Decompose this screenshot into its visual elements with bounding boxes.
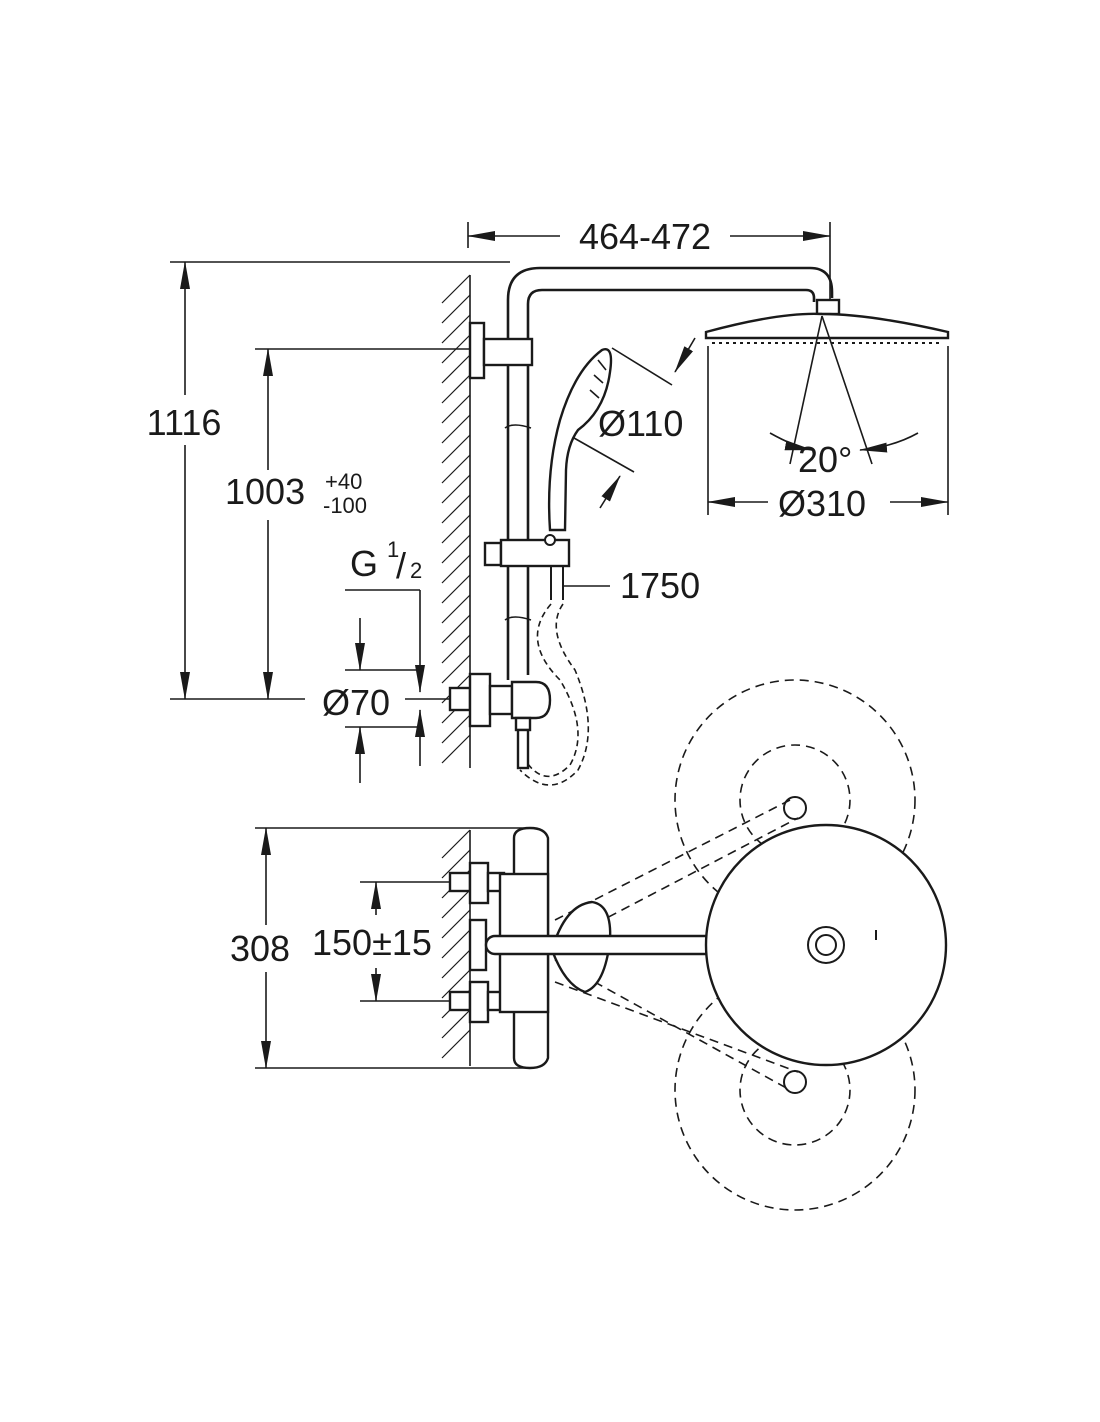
hose-length-label: 1750 bbox=[620, 565, 700, 606]
wall-hatch-line bbox=[441, 594, 471, 624]
dimension-outlet-height: 1003 +40 -100 bbox=[215, 348, 385, 700]
wall-hatch-line bbox=[441, 634, 471, 664]
wall-hatch-line bbox=[441, 574, 471, 604]
wall-hatch-line bbox=[441, 949, 471, 979]
wall-hatch-line bbox=[441, 734, 471, 764]
wall-hatch-line bbox=[441, 314, 471, 344]
wall-hatch-line bbox=[441, 274, 471, 304]
plan-depth-label: 308 bbox=[230, 928, 290, 969]
dimension-valve-diameter: Ø70 bbox=[322, 618, 390, 783]
plan-view: 308 150±15 bbox=[230, 679, 948, 1211]
outlet-tolerance-minus: -100 bbox=[323, 493, 367, 518]
wall-hatch-line bbox=[441, 454, 471, 484]
rail-projection-label: 464-472 bbox=[579, 216, 711, 257]
valve-diameter-label: Ø70 bbox=[322, 682, 390, 723]
thread-g-label: G bbox=[350, 543, 378, 584]
wall-hatch-line bbox=[441, 909, 471, 939]
wall-hatch-line bbox=[441, 1009, 471, 1039]
wall-hatch-line bbox=[441, 714, 471, 744]
hand-shower-diameter-label: Ø110 bbox=[598, 403, 683, 444]
thread-denominator: 2 bbox=[410, 558, 422, 583]
wall-hatch-line bbox=[441, 494, 471, 524]
wall-hatch-line bbox=[441, 654, 471, 684]
wall-hatch-line bbox=[441, 614, 471, 644]
svg-text:/: / bbox=[396, 545, 406, 586]
total-height-label: 1116 bbox=[147, 402, 222, 443]
dimension-rail-projection: 464-472 bbox=[467, 216, 831, 300]
wall-hatch-line bbox=[441, 374, 471, 404]
wall-hatch-line bbox=[441, 849, 471, 879]
wall-hatch-line bbox=[441, 554, 471, 584]
shower-rail bbox=[468, 266, 841, 680]
wall-hatch-line bbox=[441, 929, 471, 959]
inlet-spacing-label: 150±15 bbox=[312, 922, 432, 963]
wall-hatch-line bbox=[441, 394, 471, 424]
dimension-inlet-spacing: 150±15 bbox=[312, 881, 432, 1002]
wall-hatch-line bbox=[441, 474, 471, 504]
wall-hatch-line bbox=[441, 534, 471, 564]
wall-hatch-line bbox=[441, 434, 471, 464]
wall-hatch-line bbox=[441, 1029, 471, 1059]
wall-hatch-line bbox=[441, 354, 471, 384]
outlet-tolerance-plus: +40 bbox=[325, 469, 362, 494]
head-shower-plan bbox=[704, 823, 948, 1067]
outlet-height-label: 1003 bbox=[225, 471, 305, 512]
dimension-plan-depth: 308 bbox=[230, 827, 290, 1069]
wall-hatch-line bbox=[441, 514, 471, 544]
hand-shower-elevation: Ø110 1750 bbox=[483, 337, 700, 786]
tilt-angle-label: 20° bbox=[798, 439, 852, 480]
dimension-total-height: 1116 bbox=[130, 261, 240, 700]
wall-plan bbox=[441, 829, 471, 1066]
wall-hatch-line bbox=[441, 889, 471, 919]
head-shower-diameter-label: Ø310 bbox=[778, 483, 866, 524]
elevation-view: 1116 1003 +40 -100 464-472 G 1 / 2 bbox=[130, 216, 950, 786]
wall-hatch-line bbox=[441, 829, 471, 859]
thermostat-elevation bbox=[448, 672, 552, 770]
wall-hatch-line bbox=[441, 294, 471, 324]
thread-size-annotation: G 1 / 2 bbox=[345, 537, 425, 766]
wall-hatch-line bbox=[441, 414, 471, 444]
wall-hatch-line bbox=[441, 969, 471, 999]
head-shower-elevation: 20° Ø310 bbox=[704, 312, 950, 524]
thread-numerator: 1 bbox=[387, 537, 399, 562]
